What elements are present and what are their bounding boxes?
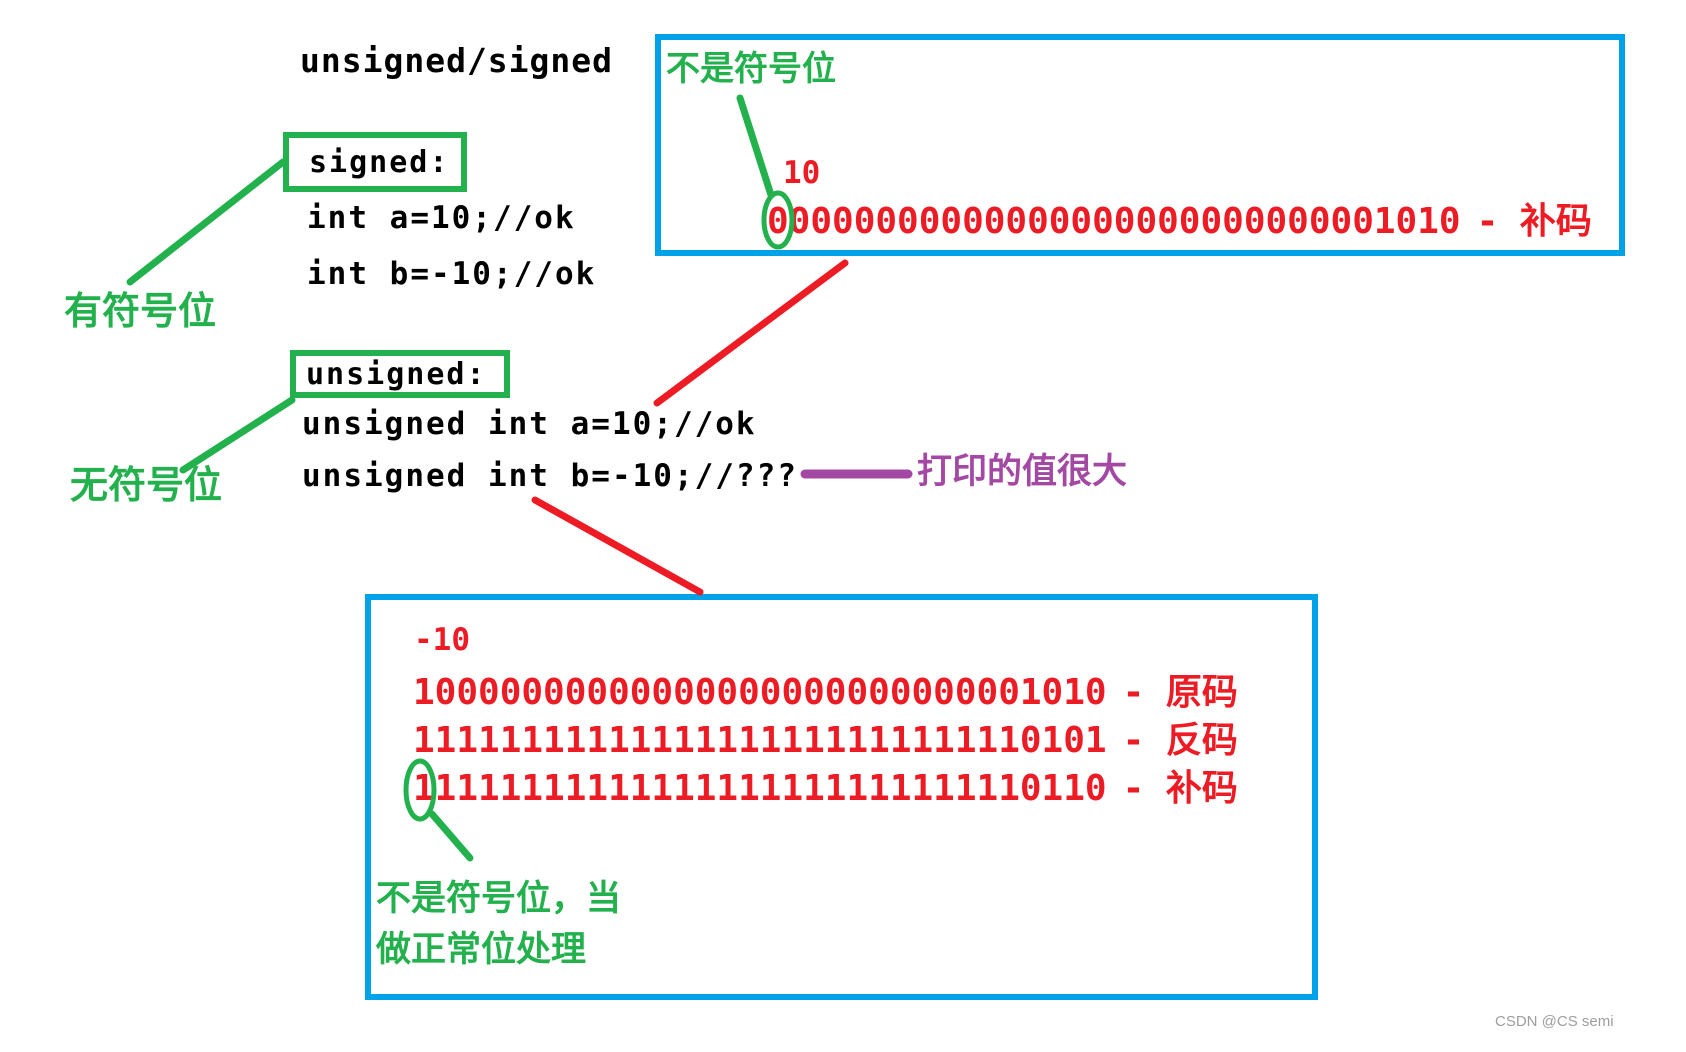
signed-label: signed: <box>309 144 450 180</box>
topbox-code-link-line <box>653 259 849 407</box>
bottombox-annotation-line1: 不是符号位，当 <box>376 879 622 919</box>
bottombox-row-fanma: 11111111111111111111111111110101 - 反码 <box>413 723 1238 759</box>
unsigned-label: unsigned: <box>306 356 487 392</box>
top-binary-box: 不是符号位 10 0000000000000000000000000000101… <box>655 34 1625 256</box>
topbox-binary-suffix: - 补码 <box>1476 201 1592 242</box>
watermark: CSDN @CS semi <box>1495 1013 1614 1030</box>
signed-code-line-1: int a=10;//ok <box>307 200 576 236</box>
bottombox-binary-buma: 11111111111111111111111111110110 <box>413 768 1107 809</box>
bottombox-row-buma: 11111111111111111111111111110110 - 补码 <box>413 771 1238 807</box>
bottombox-suffix-yuanma: - 原码 <box>1122 672 1238 713</box>
bottom-binary-box: -10 10000000000000000000000000001010 - 原码… <box>365 594 1318 1000</box>
page-title: unsigned/signed <box>300 41 614 80</box>
bottombox-suffix-buma: - 补码 <box>1122 768 1238 809</box>
bottombox-binary-fanma: 11111111111111111111111111110101 <box>413 720 1107 761</box>
unsigned-label-box: unsigned: <box>290 350 510 398</box>
signed-side-label: 有符号位 <box>64 289 217 333</box>
bottombox-code-link-line <box>531 496 704 596</box>
bottombox-value: -10 <box>414 622 470 658</box>
topbox-annotation: 不是符号位 <box>666 49 836 89</box>
topbox-binary: 00000000000000000000000000001010 <box>767 201 1461 242</box>
unsigned-side-label: 无符号位 <box>70 463 223 507</box>
signed-code-line-2: int b=-10;//ok <box>307 256 597 292</box>
signed-label-box: signed: <box>283 132 467 192</box>
signed-pointer-line <box>126 158 287 286</box>
topbox-binary-row: 00000000000000000000000000001010 - 补码 <box>767 204 1592 240</box>
bottombox-annotation-line2: 做正常位处理 <box>376 930 587 970</box>
bottombox-row-yuanma: 10000000000000000000000000001010 - 原码 <box>413 675 1238 711</box>
purple-note: 打印的值很大 <box>917 452 1128 492</box>
bottombox-binary-yuanma: 10000000000000000000000000001010 <box>413 672 1107 713</box>
unsigned-code-line-2: unsigned int b=-10;//??? <box>302 458 798 494</box>
topbox-value: 10 <box>783 155 821 191</box>
bottombox-suffix-fanma: - 反码 <box>1122 720 1238 761</box>
unsigned-code-line-1: unsigned int a=10;//ok <box>302 406 757 442</box>
unsigned-pointer-line <box>179 396 296 474</box>
